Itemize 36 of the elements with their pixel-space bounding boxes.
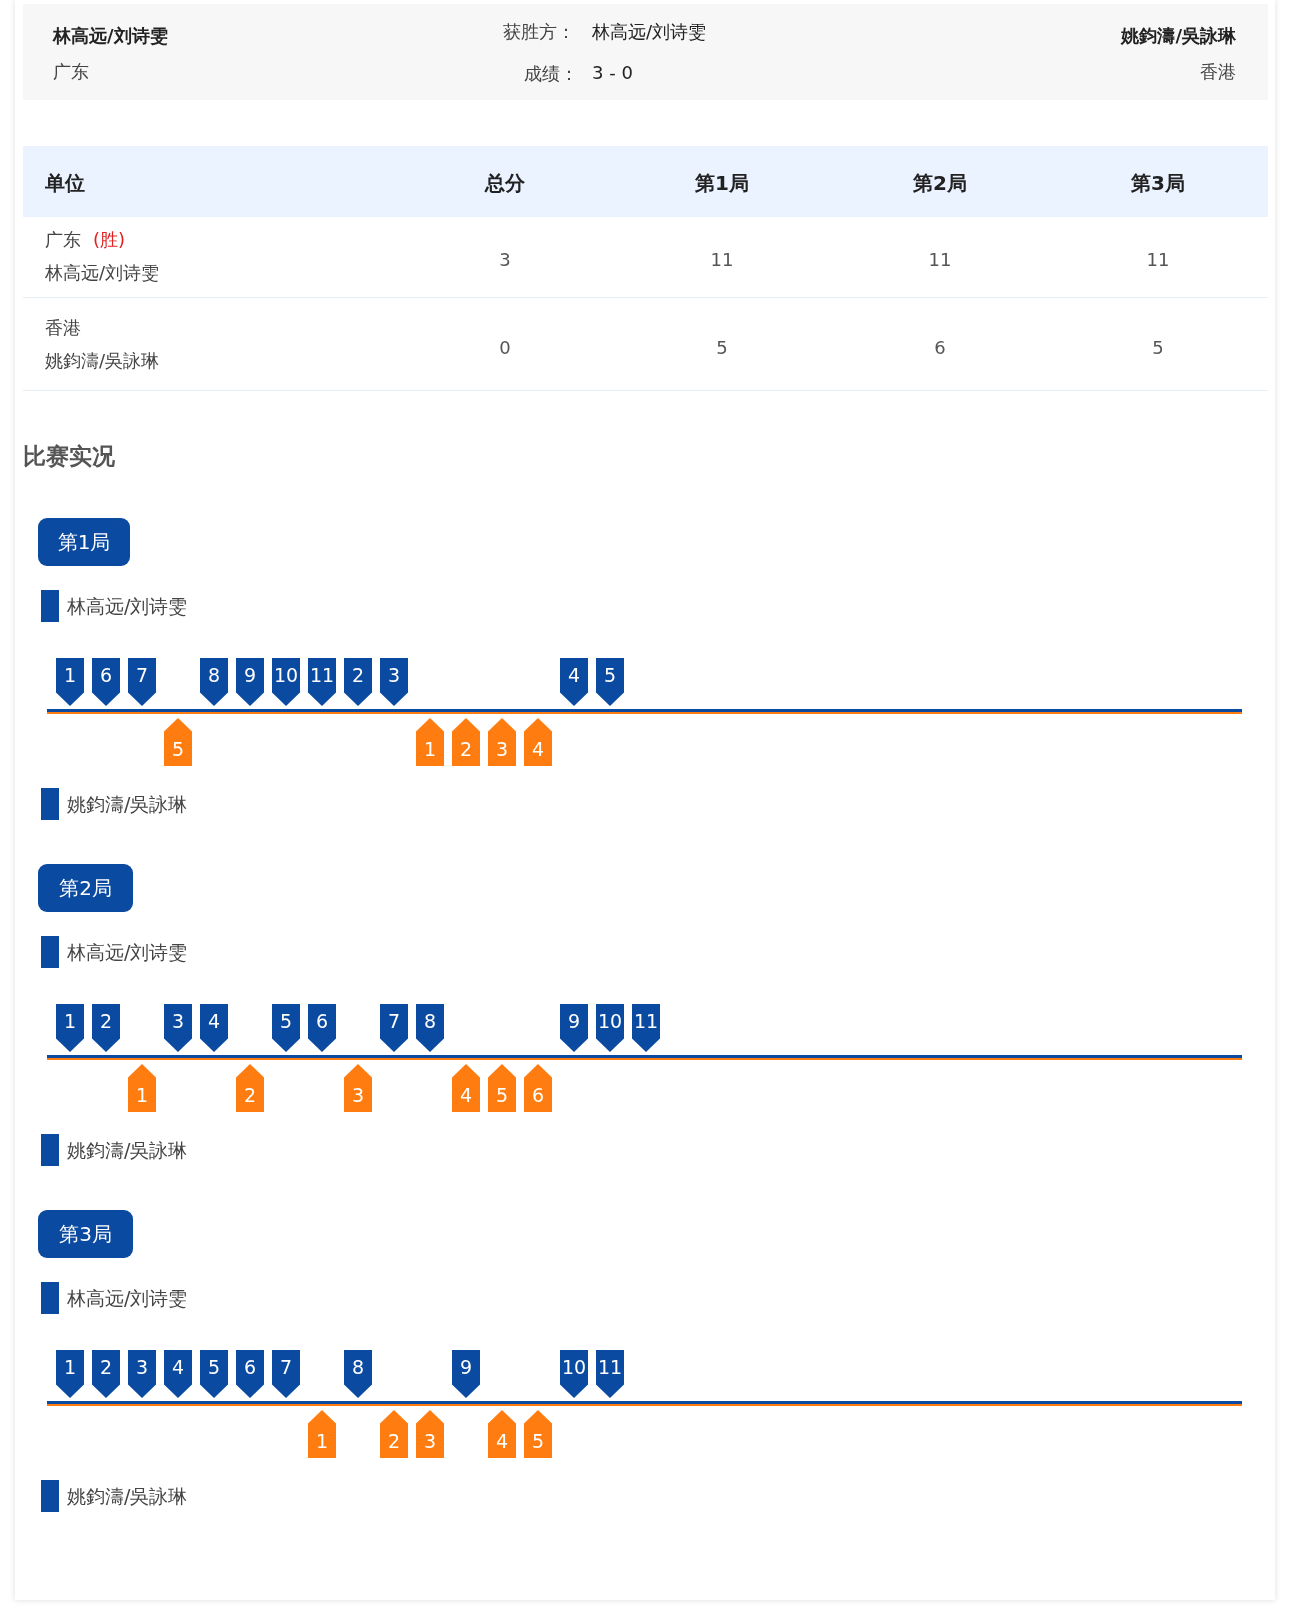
score-value: 3 - 0 bbox=[592, 62, 633, 83]
player-name: 姚鈞濤/吳詠琳 bbox=[45, 349, 160, 373]
player-name: 姚鈞濤/吳詠琳 bbox=[1121, 24, 1236, 48]
team-name: 林高远/刘诗雯 bbox=[67, 1286, 188, 1311]
table-cell: 3 bbox=[499, 249, 511, 270]
region-name: 香港 bbox=[1200, 60, 1236, 84]
game-badge: 第2局 bbox=[38, 864, 133, 912]
player-name: 林高远/刘诗雯 bbox=[53, 24, 168, 48]
column-header: 单位 bbox=[45, 170, 85, 197]
player-name: 林高远/刘诗雯 bbox=[45, 261, 160, 285]
table-cell: 5 bbox=[716, 337, 728, 358]
table-cell: 0 bbox=[499, 337, 511, 358]
section-title: 比赛实况 bbox=[23, 442, 115, 471]
table-cell: 11 bbox=[928, 249, 952, 270]
winner-mark: (胜) bbox=[93, 228, 126, 252]
table-cell: 11 bbox=[1146, 249, 1170, 270]
team-name: 姚鈞濤/吳詠琳 bbox=[67, 1138, 188, 1163]
game-badge: 第3局 bbox=[38, 1210, 133, 1258]
column-header: 第2局 bbox=[913, 170, 967, 197]
team-name: 姚鈞濤/吳詠琳 bbox=[67, 792, 188, 817]
table-cell: 5 bbox=[1152, 337, 1164, 358]
team-name: 姚鈞濤/吳詠琳 bbox=[67, 1484, 188, 1509]
field-label: 成绩： bbox=[524, 62, 578, 86]
table-cell: 11 bbox=[710, 249, 734, 270]
field-label: 获胜方： bbox=[503, 20, 575, 44]
game-badge: 第1局 bbox=[38, 518, 130, 566]
team-name: 林高远/刘诗雯 bbox=[67, 594, 188, 619]
table-cell: 6 bbox=[934, 337, 946, 358]
region-name: 香港 bbox=[45, 316, 81, 340]
column-header: 总分 bbox=[485, 170, 525, 197]
team-name: 林高远/刘诗雯 bbox=[67, 940, 188, 965]
region-name: 广东 bbox=[45, 228, 81, 252]
column-header: 第3局 bbox=[1131, 170, 1185, 197]
column-header: 第1局 bbox=[695, 170, 749, 197]
region-name: 广东 bbox=[53, 60, 89, 84]
player-name: 林高远/刘诗雯 bbox=[592, 20, 707, 44]
